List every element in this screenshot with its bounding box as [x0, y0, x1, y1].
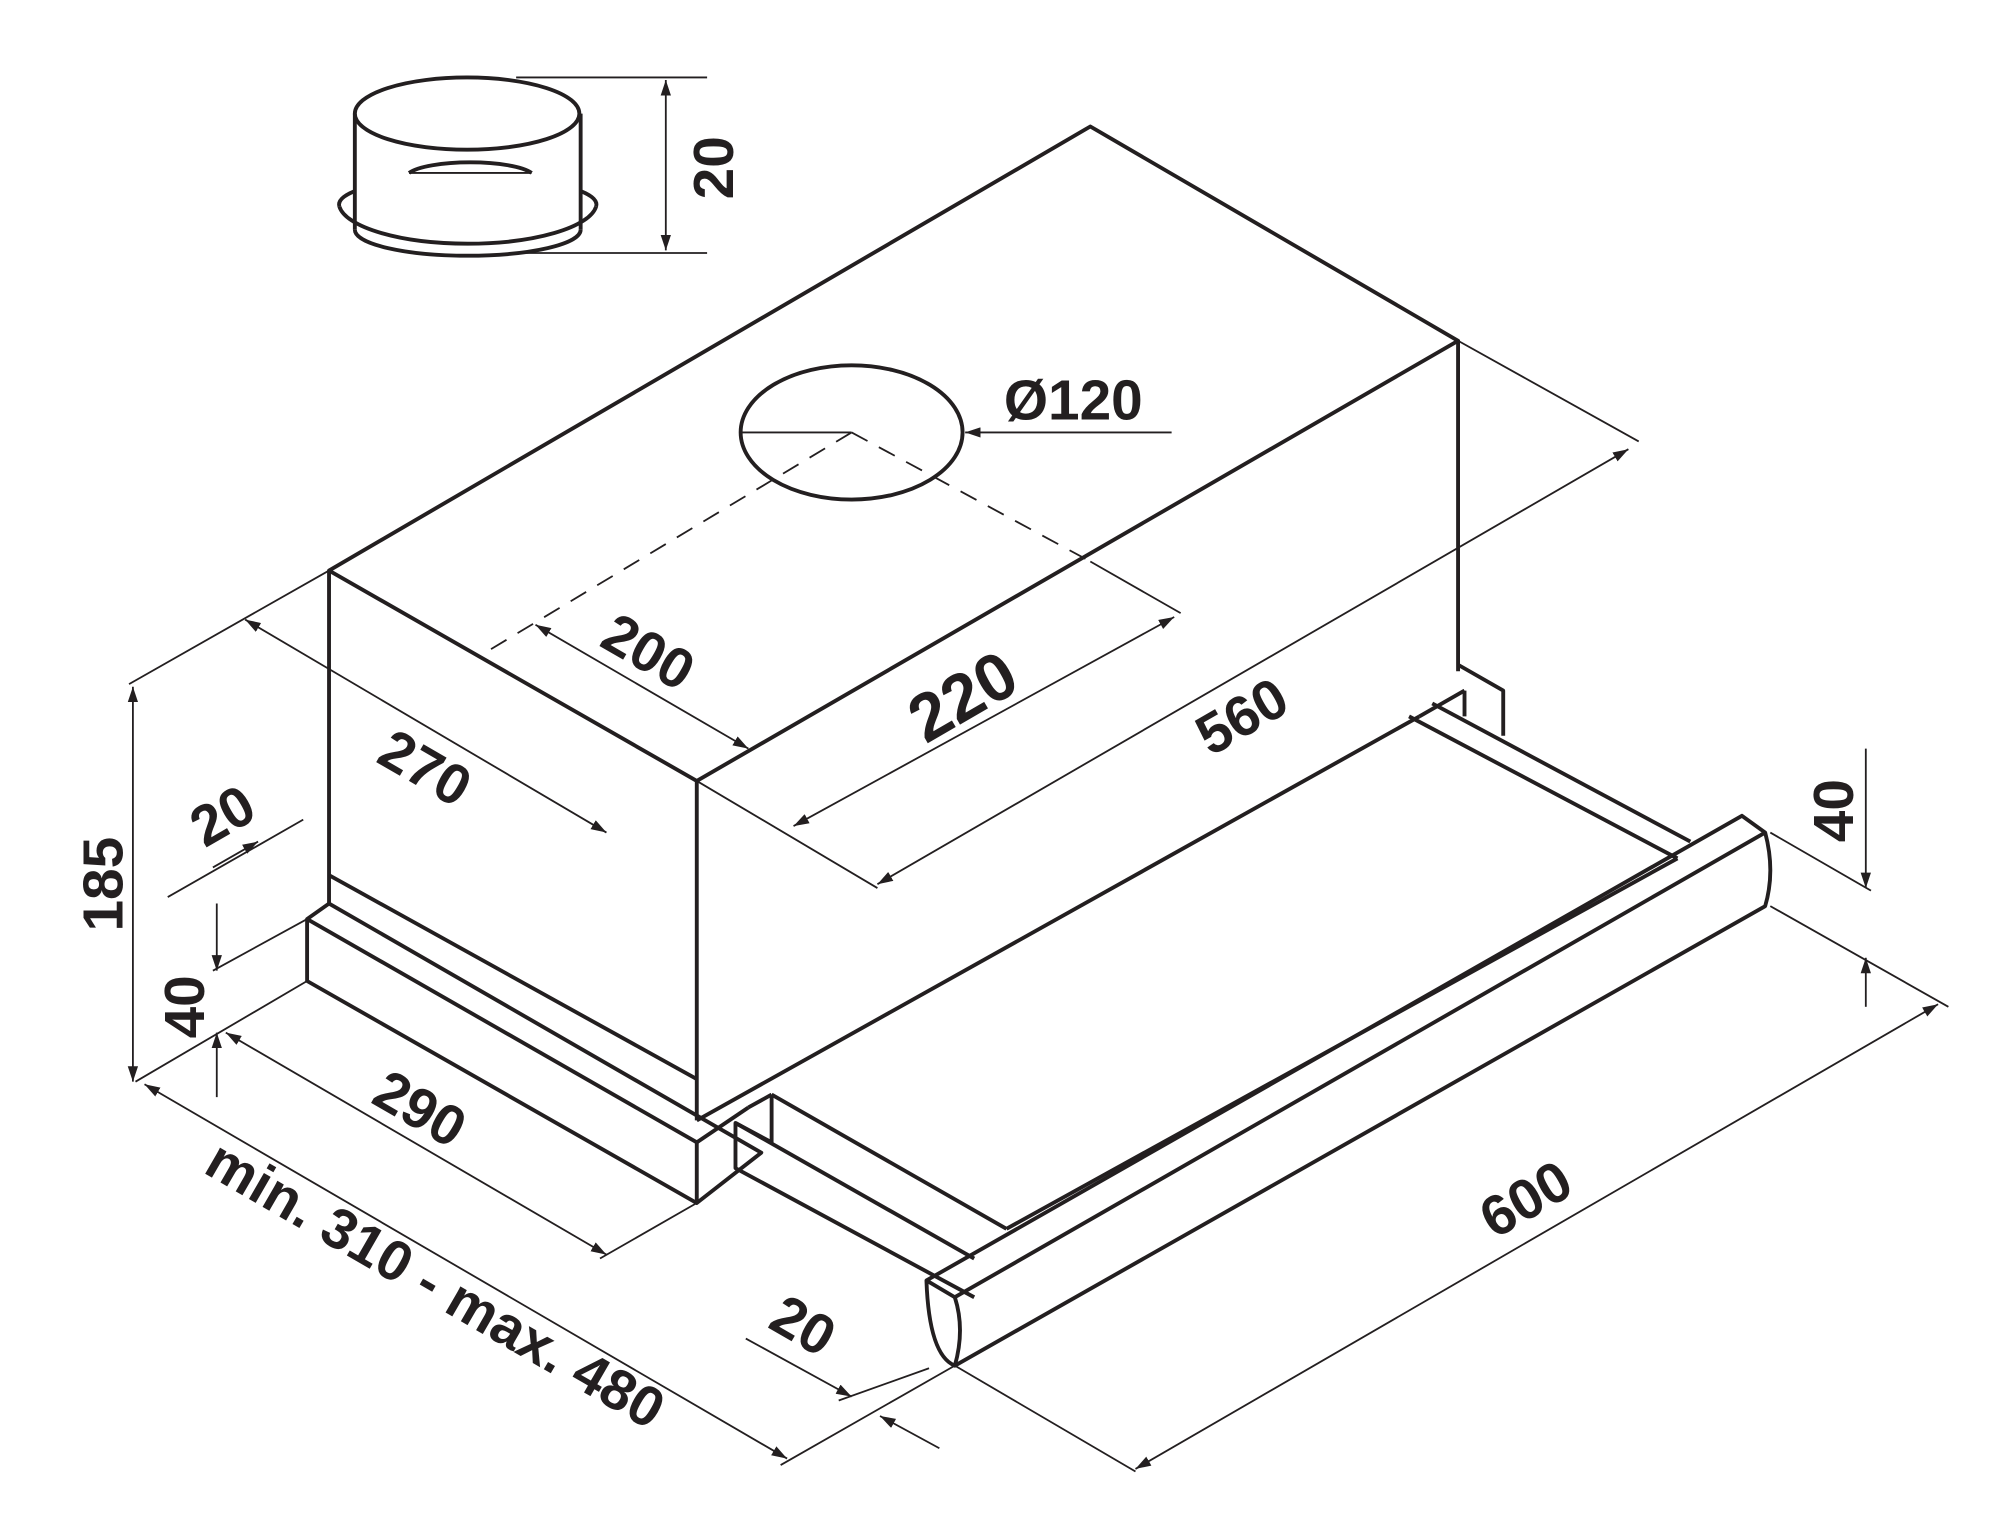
- label-base-depth: 290: [363, 1059, 477, 1161]
- label-base-inset: 20: [180, 773, 266, 859]
- dimension-front-panel-depth: 20: [745, 1283, 940, 1450]
- label-collar-height: 20: [683, 136, 746, 199]
- label-outlet-offset: 200: [591, 602, 705, 704]
- dimension-collar-height: 20: [516, 76, 746, 254]
- label-outlet-diameter: Ø120: [1004, 369, 1143, 432]
- label-front-width: 600: [1469, 1149, 1583, 1251]
- dimension-outlet-diameter: Ø120: [965, 369, 1172, 438]
- label-total-height: 185: [73, 837, 136, 932]
- dimension-outlet-depth: 220: [793, 560, 1182, 827]
- label-extension-range: min. 310 - max. 480: [195, 1128, 675, 1441]
- duct-collar: [337, 75, 599, 258]
- label-body-width: 560: [1186, 666, 1300, 768]
- dimension-extension-range: min. 310 - max. 480: [144, 1083, 956, 1466]
- dimension-base-height: 40: [135, 903, 308, 1098]
- dimension-body-width: 560: [696, 339, 1640, 889]
- dimension-front-panel-height: 40: [1769, 748, 1949, 1008]
- dimension-front-width: 600: [954, 1003, 1939, 1473]
- dimension-base-inset: 20: [167, 773, 304, 898]
- label-base-height: 40: [154, 975, 217, 1038]
- dimension-outlet-offset: 200: [535, 602, 749, 750]
- dimension-total-height: 185: [73, 686, 139, 1082]
- label-body-depth: 270: [368, 718, 482, 820]
- label-front-panel-height: 40: [1803, 779, 1866, 842]
- label-front-panel-depth: 20: [760, 1283, 846, 1369]
